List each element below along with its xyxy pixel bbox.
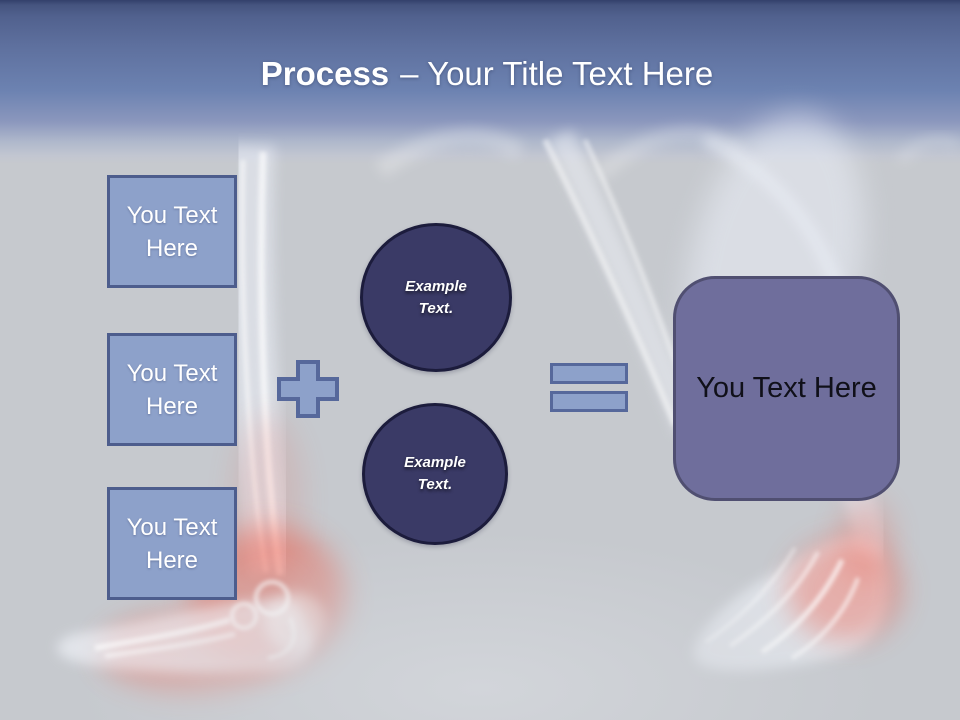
slide-title-rest: – Your Title Text Here [400, 55, 714, 92]
plus-icon[interactable] [276, 359, 340, 419]
example-circle-1[interactable]: Example Text. [360, 223, 512, 372]
input-box-2[interactable]: You Text Here [107, 333, 237, 446]
equals-icon-bottom-bar[interactable] [550, 391, 628, 412]
result-box-label: You Text Here [696, 372, 877, 404]
result-box[interactable]: You Text Here [673, 276, 900, 501]
equals-icon-top-bar[interactable] [550, 363, 628, 384]
inflammation-glow-foot [100, 612, 290, 692]
inflammation-glow-shin [232, 415, 304, 585]
input-box-1[interactable]: You Text Here [107, 175, 237, 288]
slide-title[interactable]: Process – Your Title Text Here [0, 52, 960, 96]
input-box-3[interactable]: You Text Here [107, 487, 237, 600]
slide-title-keyword: Process [260, 55, 390, 92]
example-circle-2[interactable]: Example Text. [362, 403, 508, 545]
example-circle-1-label: Example Text. [405, 277, 467, 317]
input-box-1-label: You Text Here [126, 201, 218, 262]
input-box-2-label: You Text Here [126, 359, 218, 420]
example-circle-2-label: Example Text. [404, 454, 466, 493]
input-box-3-label: You Text Here [126, 513, 218, 574]
